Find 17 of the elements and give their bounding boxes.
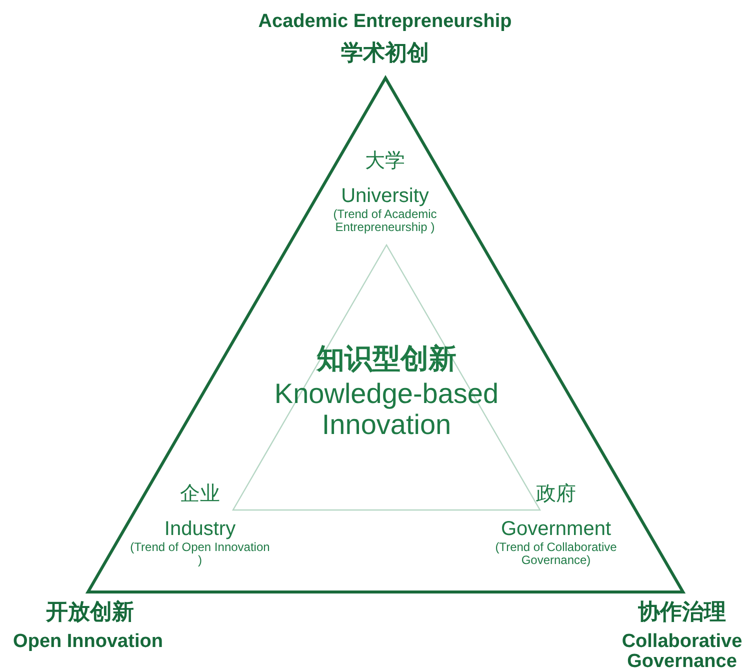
chinese-corner-label: 协作治理 bbox=[638, 600, 726, 624]
node-note: (Trend of Academic Entrepreneurship ) bbox=[332, 208, 438, 234]
node-note: (Trend of Collaborative Governance) bbox=[494, 541, 618, 568]
center-subtitle: Knowledge-based Innovation bbox=[273, 379, 500, 441]
node-title: University bbox=[341, 185, 429, 208]
corner-label: Collaborative Governance bbox=[620, 632, 744, 671]
node-note: (Trend of Open Innovation ) bbox=[130, 541, 270, 568]
corner-label: Academic Entrepreneurship bbox=[258, 12, 512, 32]
center-title: 知识型创新 bbox=[316, 343, 456, 376]
chinese-label: 政府 bbox=[536, 483, 576, 506]
chinese-corner-label: 学术初创 bbox=[341, 41, 429, 64]
node-title: Industry bbox=[164, 518, 236, 541]
chinese-label: 企业 bbox=[180, 483, 220, 506]
chinese-label: 大学 bbox=[365, 150, 405, 173]
chinese-corner-label: 开放创新 bbox=[46, 600, 134, 624]
corner-label: Open Innovation bbox=[13, 632, 163, 652]
node-title: Government bbox=[500, 518, 612, 541]
